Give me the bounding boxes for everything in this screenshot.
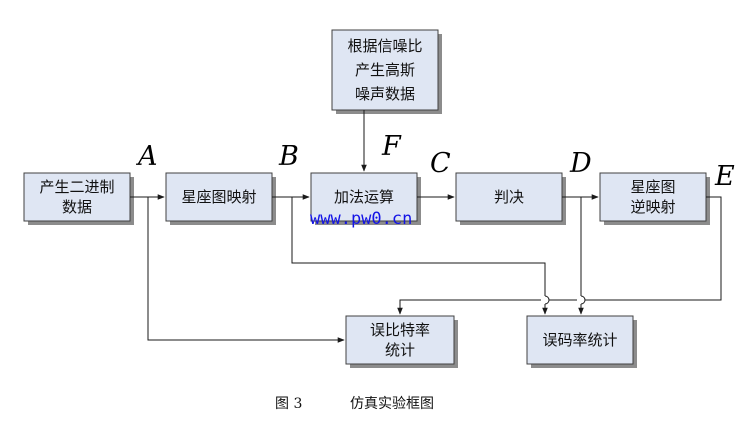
line-b-to-ser	[291, 197, 546, 296]
noise-gen-line3: 噪声数据	[355, 85, 415, 103]
jump-d	[580, 295, 586, 305]
inverse-map-line2: 逆映射	[630, 198, 675, 216]
constellation-map-label: 星座图映射	[181, 188, 256, 206]
point-a-label: A	[135, 141, 158, 172]
gen-binary-line2: 数据	[62, 198, 92, 216]
noise-gen-line2: 产生高斯	[355, 61, 415, 79]
noise-gen-box: 根据信噪比 产生高斯 噪声数据	[331, 29, 442, 114]
decision-box: 判决	[455, 172, 566, 225]
adder-label: 加法运算	[334, 188, 394, 206]
constellation-map-box: 星座图映射	[165, 172, 276, 225]
point-f-label: F	[381, 131, 402, 162]
decision-label: 判决	[494, 188, 524, 206]
point-d-label: D	[569, 148, 592, 179]
jump-b	[544, 295, 550, 305]
ber-stats-line1: 误比特率	[370, 321, 430, 339]
ber-stats-line2: 统计	[385, 341, 415, 359]
gen-binary-line1: 产生二进制	[39, 178, 114, 196]
gen-binary-box: 产生二进制 数据	[23, 172, 134, 225]
point-b-label: B	[278, 141, 299, 172]
point-c-label: C	[430, 148, 451, 179]
noise-gen-line1: 根据信噪比	[347, 37, 422, 55]
figure-title: 仿真实验框图	[350, 396, 434, 412]
line-e-return-1	[585, 196, 722, 301]
watermark-text: www.pw0.cn	[310, 209, 412, 229]
line-a-to-ber	[147, 197, 345, 343]
ser-stats-box: 误码率统计	[526, 315, 637, 368]
inverse-map-line1: 星座图	[630, 178, 675, 196]
figure-number: 图 3	[275, 396, 302, 412]
inverse-map-box: 星座图 逆映射	[599, 172, 710, 225]
point-e-label: E	[714, 161, 735, 192]
line-e-to-ber	[397, 299, 541, 315]
adder-box: 加法运算	[310, 172, 421, 225]
ber-stats-box: 误比特率 统计	[345, 315, 458, 368]
ser-stats-label: 误码率统计	[542, 331, 617, 349]
